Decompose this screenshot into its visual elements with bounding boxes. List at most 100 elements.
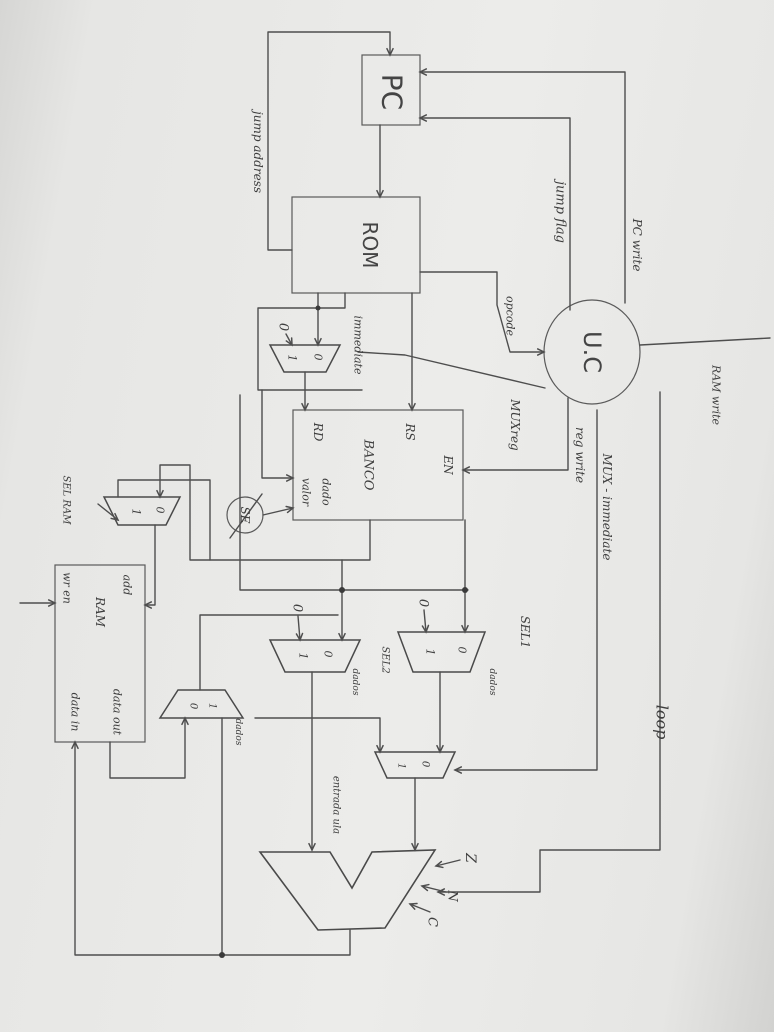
wire-opcode [419,271,545,353]
flag-z-label: Z [462,852,478,863]
ram-write-label: RAM write [710,364,723,426]
reg-write-label: reg write [573,427,587,483]
loop-label: loop [653,705,672,740]
wire-jump-flag [419,117,571,311]
arrowhead [461,466,471,474]
mux-immediate-in1: 1 [286,355,299,362]
mux-immediate [268,344,342,373]
data-label-sel1: dados [487,669,497,696]
control-unit-label: U.C [578,331,606,373]
arrowhead [386,47,394,57]
wire-flag-n [421,885,447,893]
wire-mux-reg [357,351,546,389]
arrowhead [420,883,430,892]
bank-rs-port: RS [403,422,417,440]
arrowhead [285,505,295,514]
pc-write-label: PC write [630,218,644,272]
ram-wr-en-port: wr en [61,572,74,604]
wire-immediate [257,292,363,391]
arrowhead [376,744,384,754]
jump-flag-label: jump flag [553,178,568,243]
ram-data-in-port: data in [69,693,82,732]
bank-en-port: EN [441,454,455,475]
wire-jump-address [267,31,391,251]
arrowhead [436,744,444,754]
wire-ram-data-out [109,717,186,779]
sel-ram-label: SEL RAM [61,476,72,526]
mux-immediate-in0: 0 [312,354,325,361]
arrowhead [436,888,446,896]
arrowhead [295,632,304,642]
rom-block [291,196,421,294]
mux-alu-b [373,751,457,779]
arrowhead [421,624,430,634]
mux-ram-out-in1: 1 [207,703,218,709]
mux-ram-out-in0: 0 [188,703,199,710]
mux-ram-out [158,689,245,719]
mux-alu-b-in1: 1 [396,763,407,769]
bank-rd-port: RD [311,422,325,442]
arrowhead [338,632,346,642]
pc-block [361,54,421,126]
arrowhead [143,601,153,609]
ram-block [54,564,146,743]
mux-reg-label: MUXreg [508,398,522,451]
pc-label: PC [376,74,409,110]
arrowhead [156,489,164,499]
arrowhead [71,740,79,750]
wire-flag-z [435,859,461,867]
wire-bank-to-sel-ram [159,464,371,561]
sel1-label: SEL1 [518,616,532,649]
wire-const-zero-sel2 [297,615,301,641]
mux-sel-ram-in0: 0 [154,507,167,514]
junction-dot [339,587,345,593]
mux-sel1 [396,631,487,673]
mux-sel2 [268,639,362,673]
ram-data-out-port: data out [111,689,124,736]
arrowhead [301,402,309,412]
const-zero-sel2: 0 [290,604,305,612]
immediate-label: immediate [352,316,365,375]
const-zero-immediate: 0 [276,323,291,331]
ram-title: RAM [93,596,107,628]
flag-n-label: N [445,889,460,902]
arrowhead [461,624,469,634]
mux-sel-ram-in1: 1 [130,509,143,516]
wire-sel-ram-in [117,479,211,561]
sign-extend-label: SE [238,507,252,524]
wire-left-bus [239,394,469,591]
flag-c-label: C [425,917,440,927]
wire-mid-to-mux-b [254,717,381,753]
wire-mux-ram-out [199,614,339,691]
wire-loop [437,391,661,893]
arrowhead [408,902,418,910]
bank-value-port: valor [300,478,313,507]
mux-sel1-in0: 0 [456,647,469,654]
wire-se-slash [229,493,263,539]
arrowhead [453,766,463,774]
arrowhead [110,512,120,522]
wire-sel-ram-control [97,503,119,521]
bank-data-port: dado [320,478,333,506]
arrowhead [418,114,428,122]
arrowhead [376,189,384,199]
wire-const-zero-sel1 [423,609,427,633]
mux-sel2-in0: 0 [322,651,335,658]
wire-alu-out [74,741,351,956]
wire-flag-c [409,903,431,913]
junction-dot [462,587,468,593]
arrowhead [47,599,57,607]
alu-block [258,849,437,931]
arrowhead [181,716,189,726]
wire-mux-immediate [454,409,598,771]
const-zero-sel1: 0 [416,599,431,607]
mux-immediate-label: MUX - immediate [600,453,614,561]
wire-reg-write [462,397,569,471]
mux-alu-b-in0: 0 [420,761,431,768]
arrowhead [408,402,416,412]
wire-sel-ram-to-add [144,524,156,606]
ram-add-port: add [121,575,134,596]
wire-ram-write [639,337,771,346]
wire-const-zero-immediate [285,333,293,346]
arrowhead [308,842,316,852]
